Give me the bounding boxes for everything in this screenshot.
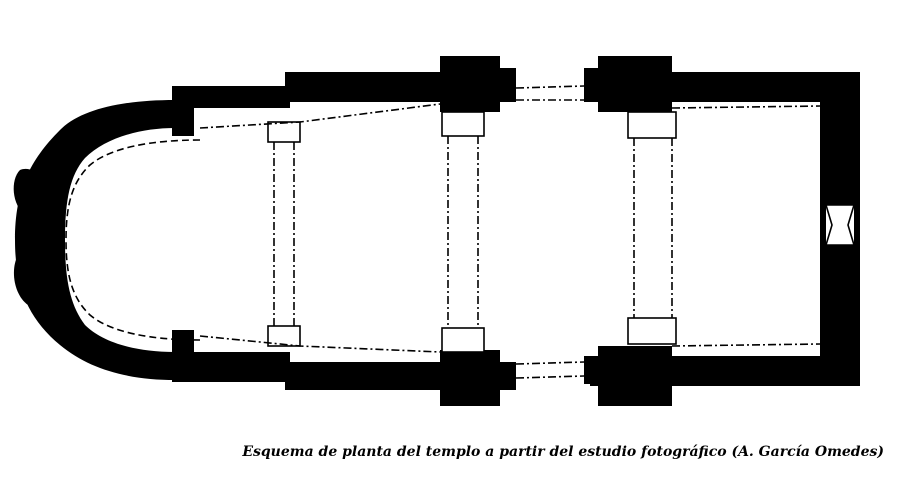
interior-wall-lines [199, 85, 821, 379]
floor-plan-diagram [13, 56, 860, 406]
exterior-walls [172, 72, 860, 390]
piers [440, 56, 672, 406]
apse [13, 100, 201, 380]
figure-caption: Esquema de planta del templo a partir de… [242, 444, 884, 460]
west-doorway [824, 204, 856, 246]
transverse-arches [273, 136, 673, 328]
pier-bases [267, 111, 677, 353]
